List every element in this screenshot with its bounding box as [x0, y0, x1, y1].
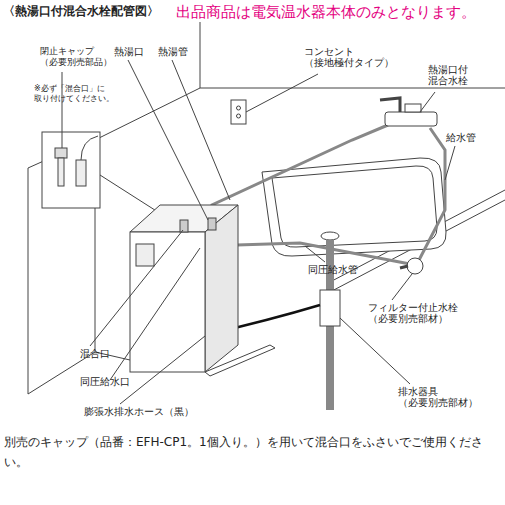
outlet-hole: [237, 106, 241, 110]
caption-note: 別売のキャップ（品番：EFH-CP1。1個入り。）を用いて混合口をふさいでご使用…: [4, 432, 496, 473]
callout-label: 給水管: [446, 132, 476, 144]
callout-label: 熱湯口: [114, 46, 144, 58]
leader-line: [420, 92, 435, 112]
heater-side: [205, 205, 238, 372]
mounting-bracket: [205, 345, 275, 376]
leader-line: [246, 74, 318, 112]
callout-label: フィルター付止水栓 （必要別売部材）: [368, 302, 458, 325]
callout-label: 排水器具 （必要別売部材）: [398, 386, 478, 409]
sink-drain: [321, 232, 339, 240]
faucet-handle: [405, 104, 421, 112]
leader-line: [120, 336, 205, 404]
outlet: [231, 100, 246, 124]
sink-inner: [272, 166, 437, 247]
leader-line: [305, 246, 325, 262]
stop-valve: [407, 258, 423, 274]
callout-label: 同圧給水管: [308, 264, 358, 276]
callout-label: 閉止キャップ （必要別売部品）: [40, 46, 112, 68]
callout-label: 同圧給水口: [80, 376, 130, 388]
diagram-title: 〈熱湯口付混合水栓配管図〉: [3, 5, 159, 19]
callout-label: 混合口: [80, 348, 110, 360]
callout-label: 熱湯管: [158, 46, 188, 58]
leader-line: [172, 60, 230, 200]
wall-edge: [200, 22, 201, 88]
faucet-spout: [380, 98, 400, 112]
hot-port: [208, 218, 216, 230]
leader-line: [392, 274, 412, 300]
heater-front: [130, 232, 205, 372]
drain-fitting: [320, 290, 340, 326]
mixing-faucet: [385, 112, 437, 126]
leader-line: [340, 318, 410, 384]
cap-fitting: [58, 158, 64, 186]
sink: [262, 158, 446, 256]
detail-inset: [42, 132, 100, 208]
callout-label: 膨張水排水ホース（黒）: [84, 406, 194, 418]
callout-label: ※必ず「混合口」に 取り付けてください。: [34, 84, 114, 103]
cap-fitting: [55, 148, 67, 158]
supply-pipe: [418, 128, 445, 262]
pipe-fitting: [76, 160, 86, 186]
stop-valve: [400, 266, 408, 268]
counter-back-edge: [200, 88, 505, 89]
leader-line: [445, 146, 455, 180]
callout-label: コンセント （接地極付タイプ）: [304, 46, 394, 69]
leader-line: [128, 60, 208, 220]
mixing-port: [180, 220, 188, 232]
callout-label: 熱湯口付 混合水栓: [428, 64, 468, 87]
notice-text: 出品商品は電気温水器本体のみとなります。: [176, 4, 476, 21]
pipe-fitting: [81, 136, 98, 160]
leader-line: [110, 248, 200, 380]
leader-line: [62, 72, 63, 148]
control-panel: [136, 244, 154, 266]
outlet-hole: [237, 114, 241, 118]
leader-line: [90, 230, 183, 346]
